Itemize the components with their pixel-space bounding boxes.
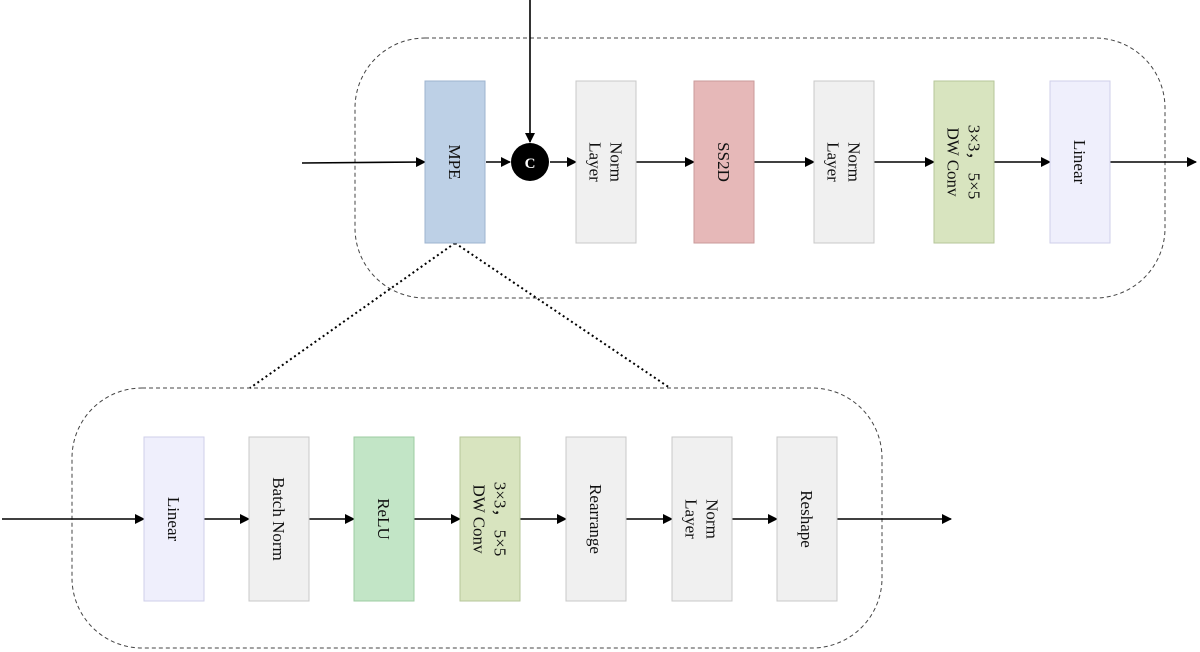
top-block-ss2d-label: SS2D (714, 142, 733, 182)
detail-block-linear-box (143, 436, 205, 602)
concat-node: C (511, 143, 549, 181)
detail-block-batch-norm-label: Batch Norm (269, 477, 288, 561)
top-block-linear-box (1049, 80, 1111, 244)
top-module-container (354, 37, 1166, 299)
detail-block-linear-label: Linear (164, 497, 183, 542)
detail-block-relu-box (353, 436, 415, 602)
top-block-mpe-label: MPE (445, 145, 464, 180)
top-block-dw-conv-box (933, 80, 995, 244)
detail-block-relu: ReLU (353, 436, 415, 602)
concat-symbol: C (525, 156, 536, 172)
top-block-mpe-box (424, 80, 486, 244)
detail-block-batch-norm-box (248, 436, 310, 602)
mpe-detail-container (71, 387, 883, 649)
detail-block-linear: Linear (143, 436, 205, 602)
detail-block-relu-label: ReLU (374, 498, 393, 540)
detail-block-reshape: Reshape (776, 436, 838, 602)
top-block-ss2d-box (693, 80, 755, 244)
top-arrows (301, 0, 1197, 168)
detail-block-rearrange: Rearrange (565, 436, 627, 602)
detail-block-reshape-label: Reshape (797, 490, 816, 548)
top-block-ss2d: SS2D (693, 80, 755, 244)
detail-block-batch-norm: Batch Norm (248, 436, 310, 602)
detail-block-dw-conv-box (459, 436, 521, 602)
top-block-linear-label: Linear (1070, 140, 1089, 185)
top-block-linear: Linear (1049, 80, 1111, 244)
input-arrow (301, 157, 426, 168)
detail-block-layer-norm-box (671, 436, 733, 602)
top-block-layer-norm-2-box (813, 80, 875, 244)
zoom-line-left (249, 242, 456, 389)
zoom-line-right (454, 242, 671, 389)
detail-block-reshape-box (776, 436, 838, 602)
detail-block-rearrange-label: Rearrange (586, 484, 605, 554)
top-block-layer-norm-1-box (575, 80, 637, 244)
detail-block-rearrange-box (565, 436, 627, 602)
top-block-mpe: MPE (424, 80, 486, 244)
